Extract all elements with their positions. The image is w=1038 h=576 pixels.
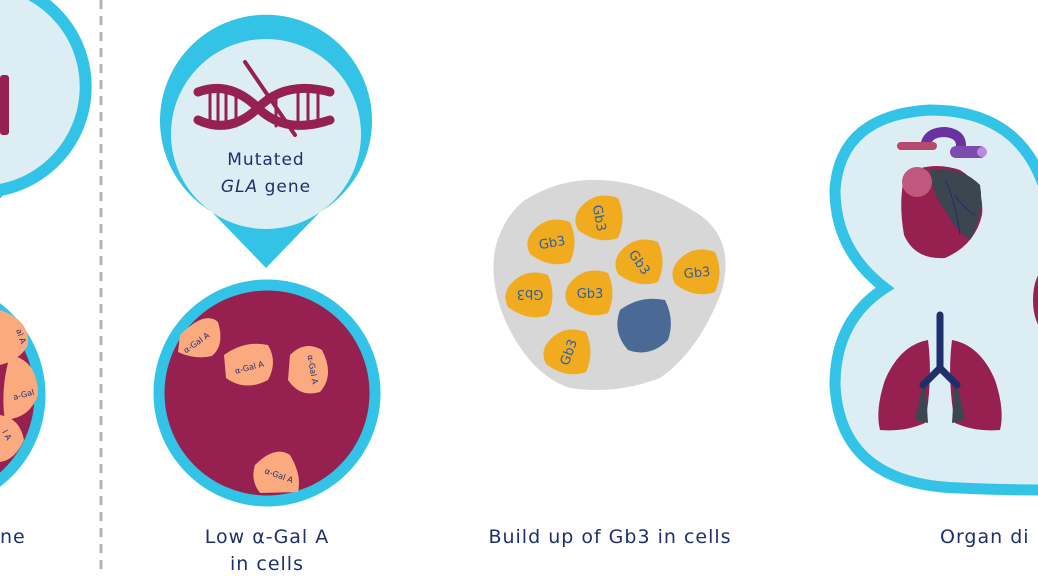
- gb3-label: Gb3: [517, 286, 544, 301]
- gb3-blob: Gb3: [565, 270, 613, 316]
- gb3-blob: Gb3: [527, 219, 575, 265]
- gene-word: gene: [265, 177, 311, 197]
- gb3-label: Gb3: [538, 234, 567, 253]
- lungs-icon: [878, 311, 1002, 431]
- gb3-label: Gb3: [589, 204, 608, 233]
- prev-pin: [0, 0, 92, 199]
- kidney-icon: [1033, 275, 1038, 325]
- dna-icon: [193, 60, 335, 137]
- gb3-blob: Gb3: [672, 249, 720, 295]
- low-agal-panel: Mutated GLA gene α-Gal A α-Gal A α-Gal A…: [153, 14, 381, 507]
- enzyme-blob: α-Gal A: [178, 318, 221, 358]
- prev-dna-icon: [0, 75, 9, 135]
- enzyme-blob: α-Gal A: [224, 343, 273, 386]
- organ-label: Organ di: [940, 526, 1030, 548]
- gene-name: GLA: [221, 177, 258, 197]
- prev-panel-label: ne: [0, 526, 26, 548]
- gb3-label: Gb3: [683, 265, 711, 282]
- gb3-blob: Gb3: [505, 272, 553, 318]
- pin-text-mutated: Mutated: [227, 150, 304, 170]
- nucleus: [617, 298, 671, 353]
- gb3-label: Build up of Gb3 in cells: [488, 526, 732, 548]
- pin-text-gene: GLA gene: [221, 177, 311, 197]
- gb3-blob: Gb3: [543, 329, 591, 375]
- heart-icon: [897, 126, 987, 259]
- prev-enzyme: [0, 415, 24, 462]
- enzyme-blob: α-Gal A: [288, 346, 329, 394]
- prev-enzyme: [0, 310, 29, 365]
- enzyme-blob: α-Gal A: [253, 451, 299, 493]
- prev-enzyme: [3, 355, 39, 420]
- gb3-blob: Gb3: [615, 239, 663, 285]
- organ-panel: [829, 104, 1038, 496]
- low-agal-label-line2: in cells: [230, 553, 304, 575]
- low-agal-label-line1: Low α-Gal A: [204, 526, 330, 548]
- gene-pin-inner: [171, 39, 361, 229]
- prev-panel: al A a-Gal l A: [0, 0, 92, 487]
- gb3-blob: Gb3: [575, 195, 623, 241]
- gb3-label: Gb3: [577, 287, 604, 302]
